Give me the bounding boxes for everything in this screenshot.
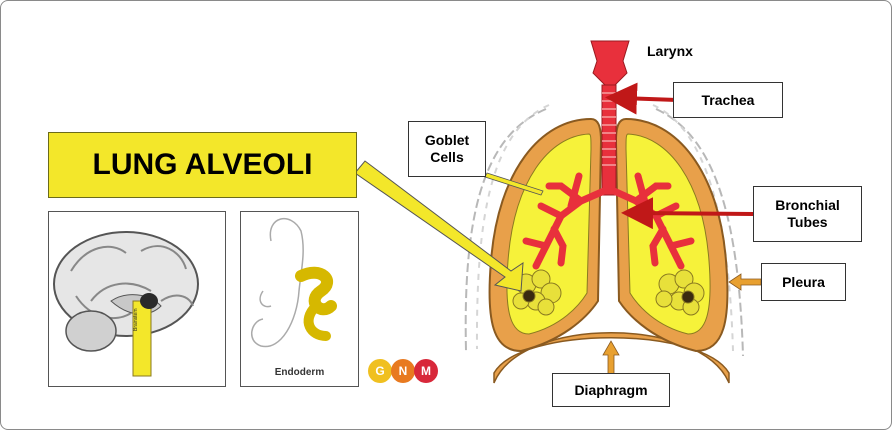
diaphragm-label: Diaphragm <box>574 382 647 399</box>
brain-panel <box>48 211 226 387</box>
bronchial-box: Bronchial Tubes <box>753 186 862 242</box>
pleura-box: Pleura <box>761 263 846 301</box>
diaphragm-arrow <box>603 341 619 375</box>
logo-m: M <box>414 359 438 383</box>
trachea-box: Trachea <box>673 82 783 118</box>
logo-g: G <box>368 359 392 383</box>
diaphragm-box: Diaphragm <box>552 373 670 407</box>
embryo-caption: Endoderm <box>241 367 358 378</box>
brain-caption: Brainstem <box>133 308 139 331</box>
pleura-label: Pleura <box>782 274 825 291</box>
goblet-label: Goblet Cells <box>425 132 469 166</box>
page-title: LUNG ALVEOLI <box>93 148 313 182</box>
bronchial-label: Bronchial Tubes <box>775 197 840 231</box>
goblet-box: Goblet Cells <box>408 121 486 177</box>
embryo-panel: Endoderm <box>240 211 359 387</box>
bronchial-arrow <box>637 213 753 214</box>
logo-n: N <box>391 359 415 383</box>
title-box: LUNG ALVEOLI <box>48 132 357 198</box>
trachea-arrow <box>621 98 677 100</box>
trachea-label: Trachea <box>702 92 755 109</box>
larynx-label: Larynx <box>647 43 693 59</box>
pleura-arrow <box>729 274 761 290</box>
